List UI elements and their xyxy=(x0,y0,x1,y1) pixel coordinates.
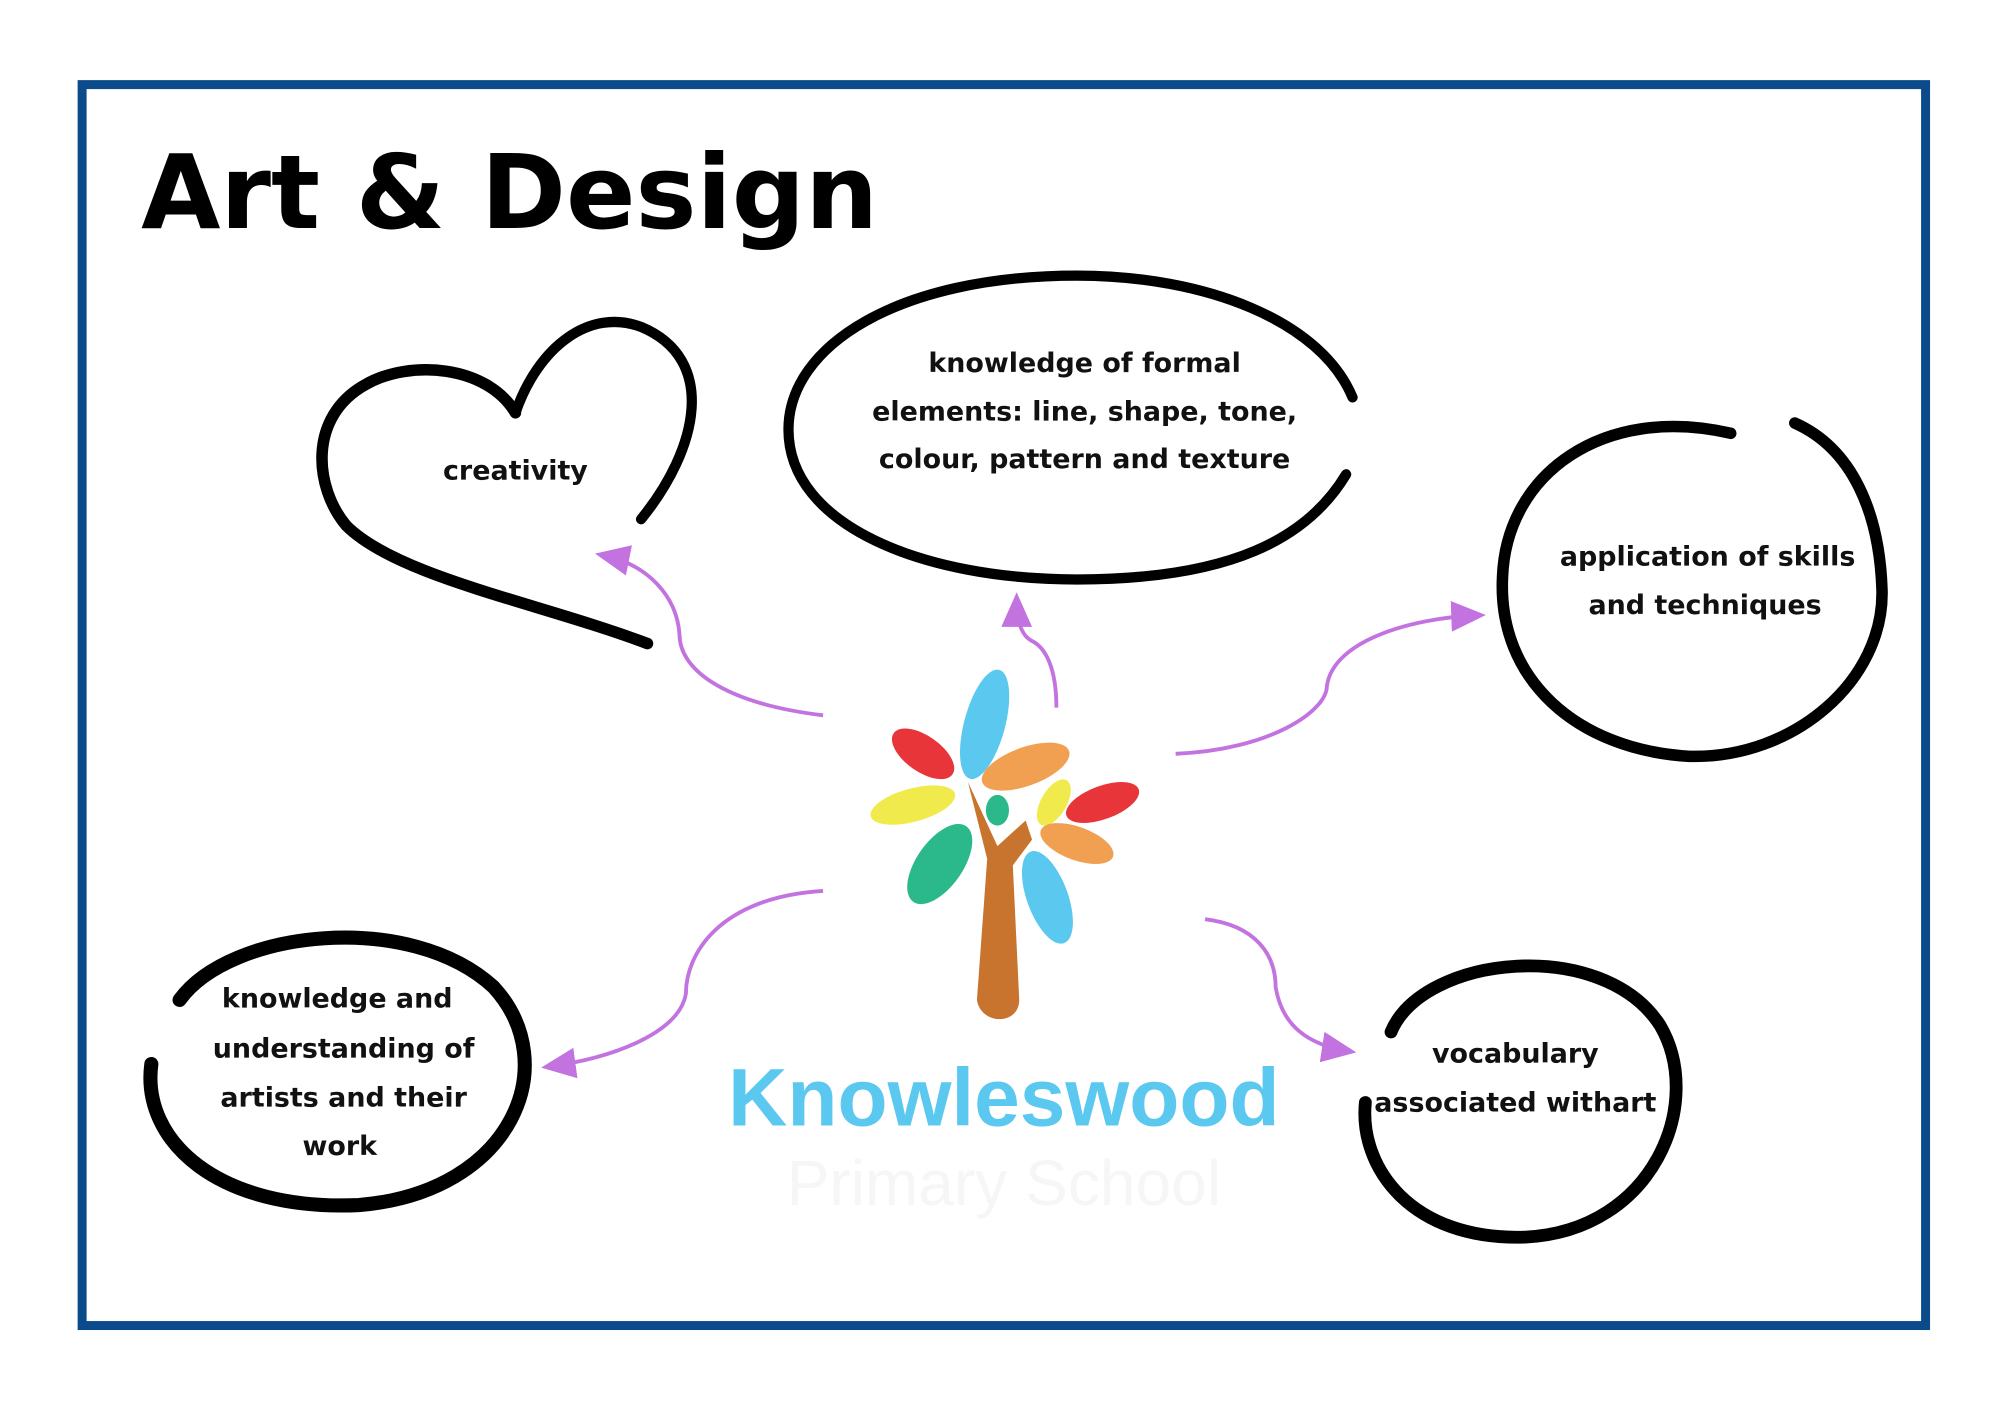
heart-shape xyxy=(316,364,654,650)
skills-node: application of skills and techniques xyxy=(1496,417,1888,763)
arrow-to-formal-elements xyxy=(1001,592,1059,708)
node-label: work xyxy=(303,1131,379,1162)
connector-arrows xyxy=(541,545,1486,1079)
page-border xyxy=(77,80,1931,1331)
circle-shape xyxy=(1496,417,1888,763)
creativity-node: creativity xyxy=(316,316,697,650)
node-label: associated withart xyxy=(1374,1087,1656,1118)
circle-shape xyxy=(1358,959,1683,1244)
arrow-to-skills xyxy=(1175,600,1486,756)
school-subtitle: Primary School xyxy=(787,1147,1221,1219)
arrow-to-artists xyxy=(541,889,824,1079)
node-label: elements: line, shape, tone, xyxy=(872,396,1297,427)
formal-elements-node: knowledge of formal elements: line, shap… xyxy=(783,270,1358,585)
arrow-to-creativity xyxy=(595,545,824,718)
node-label: knowledge and xyxy=(222,984,453,1015)
tree-icon xyxy=(870,669,1140,1020)
node-label: application of skills xyxy=(1560,541,1855,572)
node-label: knowledge of formal xyxy=(928,348,1240,379)
node-label: colour, pattern and texture xyxy=(879,444,1290,475)
vocabulary-node: vocabulary associated withart xyxy=(1358,959,1683,1244)
node-label: vocabulary xyxy=(1432,1039,1599,1070)
node-label: artists and their xyxy=(220,1082,467,1113)
artists-node: knowledge and understanding of artists a… xyxy=(143,930,532,1213)
school-name: Knowleswood xyxy=(728,1053,1279,1144)
arrow-to-vocabulary xyxy=(1204,917,1357,1063)
node-label: understanding of xyxy=(213,1034,475,1065)
circle-shape xyxy=(143,930,532,1213)
node-label: creativity xyxy=(443,455,588,486)
page-title: Art & Design xyxy=(141,134,878,253)
node-label: and techniques xyxy=(1588,590,1821,621)
ellipse-shape xyxy=(783,270,1358,585)
